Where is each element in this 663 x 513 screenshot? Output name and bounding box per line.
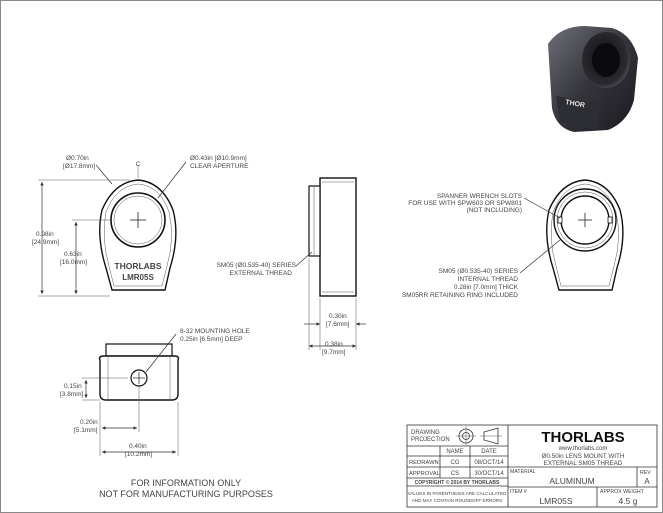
front-view: THORLABS LMR05S <box>99 165 177 291</box>
side-thickness-mm-label: [7.6mm] <box>326 321 350 328</box>
side-view <box>308 177 357 297</box>
rev-value: A <box>644 477 650 486</box>
height-mm-label: [24.9mm] <box>32 239 59 246</box>
material-label: MATERIAL <box>510 469 536 475</box>
name-header: NAME <box>446 449 463 455</box>
values-note-2: AND MAY CONTAIN ROUNDOFF ERRORS <box>412 498 502 503</box>
values-note-1: VALUES IN PARENTHESIS ARE CALCULATED <box>408 491 507 496</box>
height-label: 0.98in <box>36 231 54 238</box>
copyright-text: COPYRIGHT © 2014 BY THORLABS <box>415 479 500 486</box>
internal-thread-line3: 0.28in [7.0mm] THICK <box>454 284 519 291</box>
product-photo: THOR <box>548 26 638 132</box>
item-label: ITEM # <box>510 489 527 495</box>
aperture-dia-label: Ø0.43in [Ø10.9mm] <box>190 155 247 162</box>
spanner-line3: (NOT INCLUDING) <box>467 207 523 214</box>
item-value: LMR05S <box>539 496 572 506</box>
description-line1: Ø0.50in LENS MOUNT WITH <box>542 453 625 460</box>
rev-label: REV <box>640 470 651 476</box>
title-block <box>406 424 658 508</box>
projection-symbol-icon <box>456 426 502 446</box>
engraving-model: LMR05S <box>122 273 154 282</box>
side-thread-type: EXTERNAL THREAD <box>230 270 293 277</box>
aperture-label: CLEAR APERTURE <box>190 163 249 170</box>
hole-offset-label: 0.20in <box>80 419 98 426</box>
mounting-hole-line1: 8-32 MOUNTING HOLE <box>180 328 250 335</box>
side-overall-mm-label: [9.7mm] <box>322 349 346 356</box>
mounting-hole-line2: 0.25in [6.5mm] DEEP <box>180 336 243 343</box>
center-height-mm-label: [16.0mm] <box>60 259 87 266</box>
width-label: 0.40in <box>129 443 147 450</box>
back-view <box>546 179 624 291</box>
redrawn-label: REDRAWN <box>409 460 439 466</box>
drawing-projection-1: DRAWING <box>411 430 440 436</box>
approval-label: APPROVAL <box>409 471 441 477</box>
thorlabs-logo: THORLABS <box>541 429 624 446</box>
redrawn-date: 08/OCT/14 <box>474 460 504 466</box>
notice-line2: NOT FOR MANUFACTURING PURPOSES <box>99 489 273 499</box>
material-value: ALUMINUM <box>549 476 594 486</box>
internal-thread-line2: INTERNAL THREAD <box>458 276 519 283</box>
side-overall-label: 0.38in <box>325 341 343 348</box>
website-text: www.thorlabs.com <box>558 446 608 452</box>
side-thread-spec: SM05 (Ø0.535-40) SERIES <box>217 262 297 269</box>
weight-value: 4.5 g <box>619 496 638 506</box>
side-thickness-label: 0.30in <box>329 313 347 320</box>
internal-thread-line4: SM05RR RETAINING RING INCLUDED <box>402 292 518 299</box>
weight-label: APPROX WEIGHT <box>600 489 645 495</box>
photo-brand-text: THOR <box>565 99 586 109</box>
spanner-line1: SPANNER WRENCH SLOTS <box>437 193 523 200</box>
engraving-brand: THORLABS <box>114 261 162 271</box>
hole-height-label: 0.15in <box>64 383 82 390</box>
date-header: DATE <box>481 449 497 455</box>
hole-height-mm-label: [3.8mm] <box>60 391 84 398</box>
approval-date: 30/OCT/14 <box>474 471 504 477</box>
redrawn-name: CG <box>451 460 460 466</box>
approval-name: CS <box>451 471 459 477</box>
spanner-line2: FOR USE WITH SPW603 OR SPW801 <box>408 200 522 207</box>
outer-dia-mm-label: [Ø17.8mm] <box>63 163 95 170</box>
width-mm-label: [10.2mm] <box>125 451 152 458</box>
outer-dia-label: Ø0.70in <box>66 155 89 162</box>
drawing-projection-2: PROJECTION <box>411 437 450 443</box>
internal-thread-line1: SM05 (Ø0.535-40) SERIES <box>439 268 519 275</box>
description-line2: EXTERNAL SM05 THREAD <box>544 460 623 467</box>
centerline-mark: C <box>136 161 141 168</box>
hole-offset-mm-label: [5.1mm] <box>74 427 98 434</box>
center-height-label: 0.63in <box>64 251 82 258</box>
notice-line1: FOR INFORMATION ONLY <box>131 478 241 488</box>
